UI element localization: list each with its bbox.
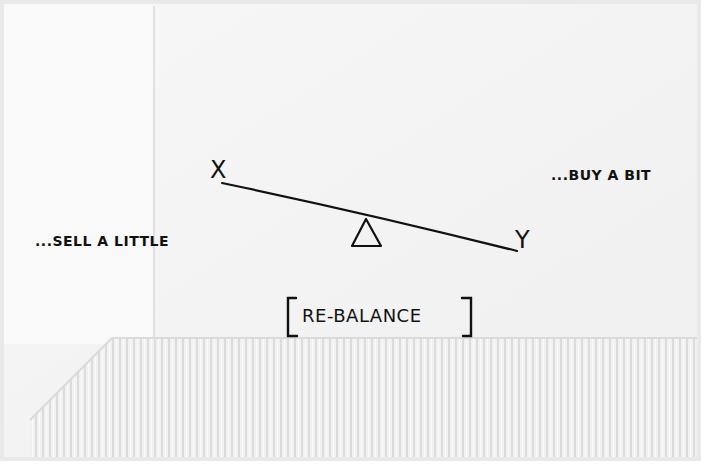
action-note: ...SELL A LITTLE [35, 234, 169, 248]
seesaw-beam [222, 183, 517, 251]
fulcrum-triangle [352, 219, 381, 246]
end-label: X [210, 158, 226, 182]
napkin-body [4, 4, 697, 457]
napkin-fold [4, 4, 154, 344]
right-bracket [462, 298, 471, 336]
left-bracket [288, 298, 297, 336]
fringe-corner [30, 338, 112, 420]
fringe-edge [112, 337, 697, 339]
action-note: ...BUY A BIT [551, 168, 651, 182]
napkin-fringe [30, 338, 697, 457]
end-label: Y [515, 228, 530, 252]
fold-line [153, 6, 155, 340]
concept-label: RE-BALANCE [302, 307, 422, 325]
